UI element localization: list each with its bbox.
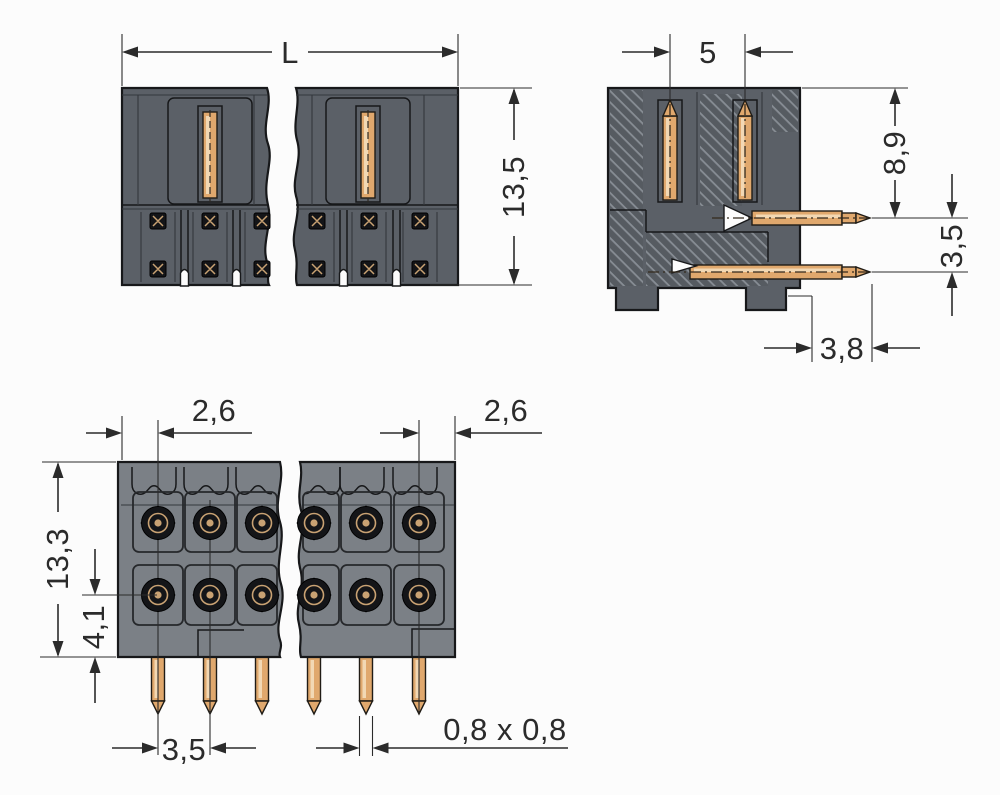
front-leg-notches [179, 268, 402, 287]
dim-bottom-pin-to-edge: 4,1 [76, 549, 157, 703]
dim-bottom-height: 13,3 [40, 461, 116, 658]
contact-gold-centers [154, 519, 423, 599]
dim-bottom-pin-cross-section: 0,8 x 0,8 [316, 712, 568, 754]
dim-front-height: 13,5 [430, 87, 532, 286]
front-contacts [149, 212, 429, 278]
dim-side-pin-spacing: 5 [622, 34, 793, 100]
dim-label-L: L [281, 35, 299, 70]
dim-bottom-edge-to-pin-left: 2,6 [86, 393, 252, 460]
dim-label-13-5: 13,5 [496, 156, 531, 218]
front-body-left-half [120, 86, 271, 287]
dim-side-depth: 3,8 [764, 284, 920, 366]
dim-label-8-9: 8,9 [877, 131, 912, 176]
front-body-right-half [292, 86, 460, 287]
dim-label-2-6-left: 2,6 [192, 393, 237, 428]
dim-label-4-1: 4,1 [76, 605, 111, 650]
front-contact-crosses [152, 215, 426, 275]
bottom-contacts [140, 505, 437, 613]
dim-bottom-edge-to-pin-right: 2,6 [380, 393, 542, 460]
pin-highlights [154, 116, 840, 698]
dim-label-side-3-5: 3,5 [934, 224, 969, 269]
dim-side-row-spacing: 3,5 [872, 174, 969, 316]
dim-front-length: L [121, 34, 459, 86]
dim-label-3-8: 3,8 [820, 331, 865, 366]
dim-side-pin-length: 8,9 [802, 87, 912, 218]
dim-label-0-8x0-8: 0,8 x 0,8 [443, 712, 566, 747]
dim-label-bottom-3-5: 3,5 [162, 732, 207, 767]
front-view-detail-lines [122, 94, 458, 282]
section-hatching [610, 90, 798, 286]
pin-centerlines [209, 104, 868, 273]
dim-bottom-pitch: 3,5 [112, 732, 256, 767]
dim-label-13-3: 13,3 [40, 528, 75, 590]
dimensions: L 13,5 5 8,9 [40, 34, 969, 767]
side-view-detail-lines [610, 92, 769, 262]
dim-label-2-6-right: 2,6 [484, 393, 529, 428]
contact-gold-rings [147, 512, 430, 606]
dim-label-5: 5 [699, 35, 717, 70]
